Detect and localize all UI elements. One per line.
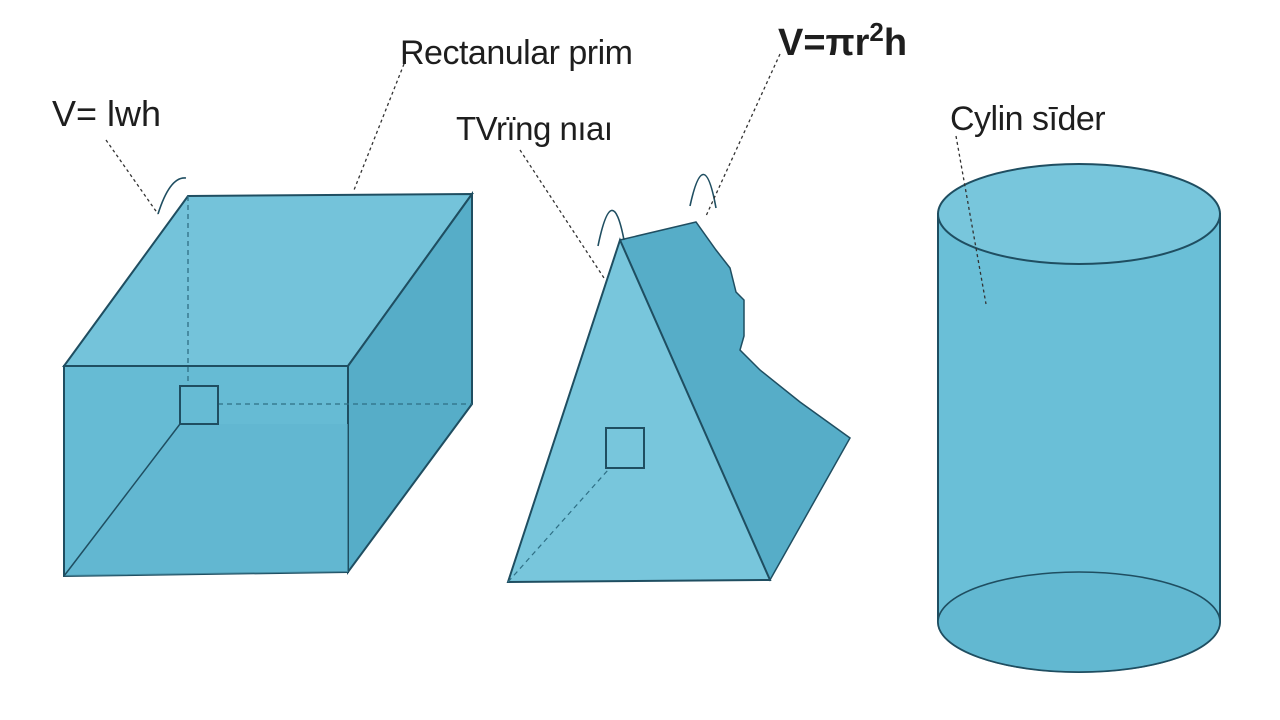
tri-prism-side-face — [618, 221, 851, 582]
cylinder-formula-tail: h — [883, 22, 908, 64]
leader-line-lwh — [105, 139, 159, 215]
leader-line-rect-prism — [353, 63, 405, 191]
rectangular-prism-label: Rectanular prim — [400, 34, 633, 72]
tri-prism-apex-arc — [597, 209, 625, 247]
leader-line-cyl-formula — [705, 53, 781, 217]
rectangular-prism — [62, 190, 474, 578]
rectangular-prism-formula: V= lwh — [52, 93, 162, 134]
rect-prism-right-angle-marker — [179, 385, 219, 425]
leader-line-cylinder — [955, 135, 987, 305]
tri-prism-hidden-edge — [507, 469, 609, 583]
lwh-arc — [157, 177, 187, 215]
leader-line-tri-prism — [519, 149, 605, 279]
cylinder — [937, 163, 1221, 673]
triangular-prism — [506, 173, 851, 584]
rect-prism-bottom-shade — [64, 424, 348, 576]
tri-prism-front-face — [506, 237, 772, 584]
cylinder-top-ellipse — [937, 163, 1221, 265]
cylinder-bottom-ellipse — [937, 571, 1221, 673]
leader-lines — [105, 53, 987, 305]
triangular-prism-label: TVrïng nıaı — [456, 110, 613, 147]
cylinder-label: Cylin sīder — [950, 100, 1106, 138]
tri-prism-top-arc — [689, 173, 717, 209]
rect-prism-hidden-edge-diagonal — [63, 423, 181, 577]
cylinder-formula-exponent: 2 — [869, 17, 884, 47]
cylinder-formula-base: V=πr — [778, 22, 870, 64]
cylinder-formula: V=πr2h — [778, 19, 908, 64]
tri-prism-right-angle-marker — [605, 427, 645, 469]
